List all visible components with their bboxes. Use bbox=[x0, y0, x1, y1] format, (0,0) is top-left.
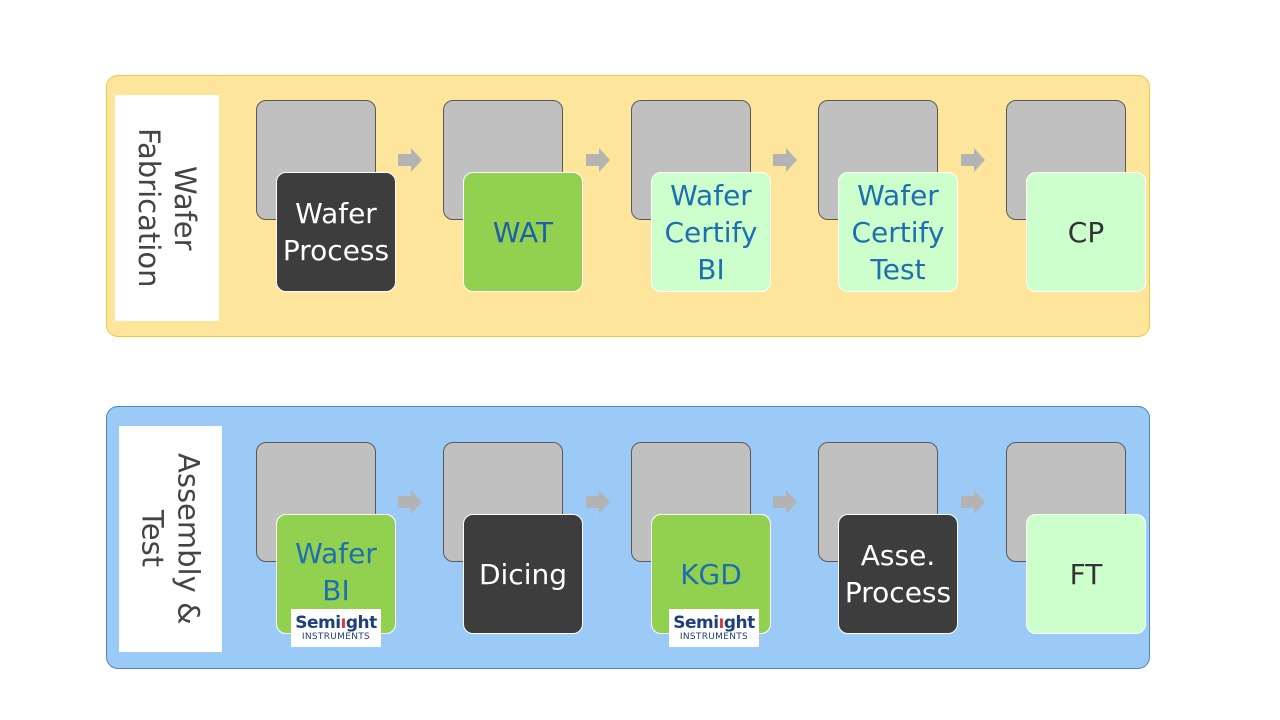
arrow-right-icon bbox=[398, 490, 422, 514]
semight-logo-sub: INSTRUMENTS bbox=[301, 631, 371, 642]
arrow-right-icon bbox=[773, 490, 797, 514]
wafer-fabrication-label: Wafer Fabrication bbox=[132, 128, 202, 288]
semight-logo: Semiıght INSTRUMENTS bbox=[291, 609, 381, 647]
semight-logo: Semiıght INSTRUMENTS bbox=[669, 609, 759, 647]
semight-logo-brand: Semiıght bbox=[295, 612, 377, 633]
step-box: Wafer Certify Test bbox=[838, 172, 958, 292]
step-box: WAT bbox=[463, 172, 583, 292]
assembly-test-label: Assembly & Test bbox=[135, 453, 206, 625]
step-box: CP bbox=[1026, 172, 1146, 292]
step-box: Wafer Process bbox=[276, 172, 396, 292]
arrow-right-icon bbox=[586, 490, 610, 514]
arrow-right-icon bbox=[398, 148, 422, 172]
assembly-test-label-box: Assembly & Test bbox=[119, 426, 222, 652]
step-box: Asse. Process bbox=[838, 514, 958, 634]
step-box: Wafer Certify BI bbox=[651, 172, 771, 292]
semight-logo-sub: INSTRUMENTS bbox=[679, 631, 749, 642]
step-box: FT bbox=[1026, 514, 1146, 634]
semight-logo-brand: Semiıght bbox=[673, 612, 755, 633]
arrow-right-icon bbox=[961, 490, 985, 514]
arrow-right-icon bbox=[586, 148, 610, 172]
arrow-right-icon bbox=[773, 148, 797, 172]
step-box: Dicing bbox=[463, 514, 583, 634]
arrow-right-icon bbox=[961, 148, 985, 172]
wafer-fabrication-label-box: Wafer Fabrication bbox=[115, 95, 219, 321]
